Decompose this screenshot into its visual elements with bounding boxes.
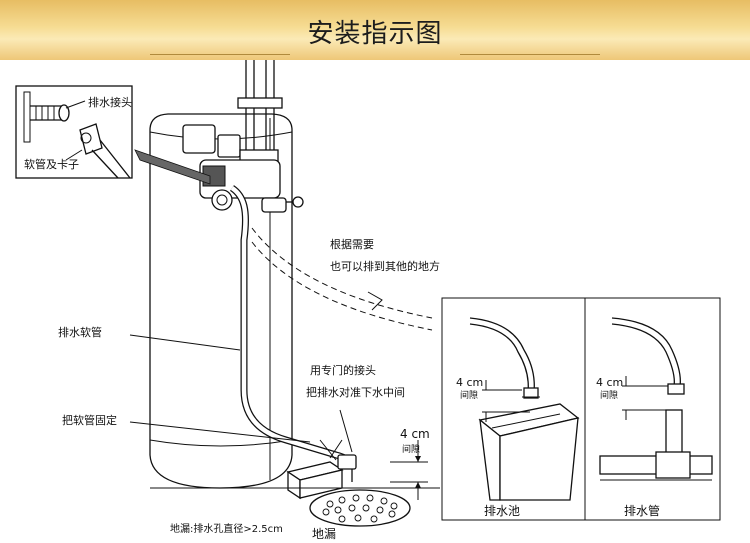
label-fix-hose: 把软管固定 (62, 413, 117, 427)
leader-fix-hose (129, 421, 311, 443)
gap-dimension-main (390, 440, 428, 500)
inlet-pipes (237, 60, 283, 163)
label-drain-connector: 排水接头 (88, 95, 132, 109)
label-drain-hose: 排水软管 (58, 325, 102, 339)
gap-value-main: 4 cm (400, 427, 430, 441)
zoom-pointer (134, 149, 211, 185)
title-banner (0, 0, 750, 60)
label-hose-and-clip: 软管及卡子 (24, 157, 79, 171)
label-drain-pipe: 排水管 (624, 503, 660, 518)
gap-dimension-sink (482, 380, 530, 422)
floor-drain-grate (309, 489, 411, 527)
gap-word-pipe: 间隙 (600, 389, 618, 401)
drain-pipe-illustration (599, 317, 713, 481)
label-floor-drain: 地漏 (312, 527, 336, 541)
gap-dimension-pipe (622, 376, 668, 420)
optional-route-dashed (251, 227, 433, 319)
page-title: 安装指示图 (307, 19, 443, 49)
drain-pipe-panel (584, 297, 721, 521)
gap-word-sink: 间隙 (460, 389, 478, 401)
title-divider-right (460, 54, 600, 55)
leader-drain-connector (65, 100, 86, 109)
label-drain-sink: 排水池 (484, 504, 520, 518)
gap-value-pipe: 4 cm (596, 376, 623, 389)
title-divider-left (150, 54, 290, 55)
label-align-drain: 把排水对准下水中间 (306, 385, 405, 399)
gap-word-main: 间隙 (402, 443, 420, 455)
label-other-place: 也可以排到其他的地方 (330, 259, 440, 273)
label-as-needed: 根据需要 (330, 237, 374, 251)
drain-sink-illustration (469, 317, 580, 501)
installation-diagram: 排水接头 软管及卡子 根据需要 也可以排到其他的地方 排水软管 把软管固定 用专… (15, 60, 721, 541)
leader-drain-hose (129, 334, 241, 351)
label-special-connector: 用专门的接头 (310, 363, 376, 377)
softener-cabinet (149, 113, 293, 489)
leader-hose-clip (65, 149, 83, 161)
hose-connector-inset (15, 85, 133, 179)
leader-special-connector (339, 409, 353, 453)
label-floor-drain-note: 地漏:排水孔直径>2.5cm (170, 522, 283, 535)
gap-value-sink: 4 cm (456, 376, 483, 389)
